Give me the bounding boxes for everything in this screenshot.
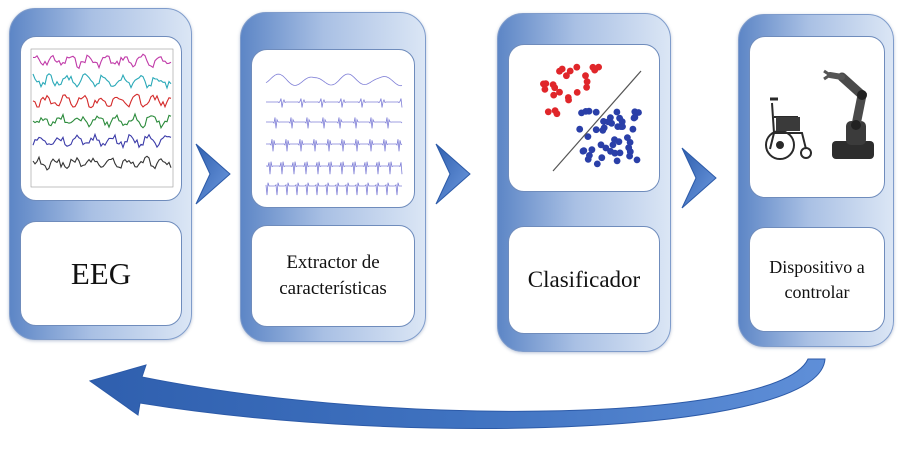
feature-waveform [265,182,402,196]
wheelchair-robot-arm-icon [765,69,874,160]
class-b-point [630,114,638,122]
eeg-signals-icon [30,48,174,188]
class-a-point [544,108,552,116]
device-label-line-2: controlar [784,281,850,302]
eeg-label-box: EEG [20,221,182,326]
class-b-point [613,157,621,165]
class-b-point [633,156,641,164]
class-b-point [592,108,600,116]
scatter-classification-icon [540,63,642,172]
class-b-point [592,126,600,134]
forward-arrow-icon [195,143,231,205]
forward-arrow-icon [681,147,717,209]
class-b-point [615,138,623,146]
class-a-point [550,91,558,99]
eeg-trace [32,53,172,70]
feature-extractor-label-line-2: características [279,278,387,299]
class-b-point [624,134,631,141]
class-a-point [583,78,591,86]
classifier-label: Clasificador [527,267,641,293]
class-a-point [563,72,570,80]
eeg-trace [32,155,172,171]
class-b-point [609,141,617,149]
device-label-line-1: Dispositivo a [769,257,865,278]
feature-waveforms-icon [265,73,403,196]
classifier-image-panel [508,44,660,192]
features-image-panel [251,49,415,208]
class-a-point [573,89,581,96]
class-b-point [607,147,614,155]
class-a-point [558,65,566,73]
eeg-trace [32,93,172,109]
device-image-panel [749,36,885,198]
class-b-point [613,108,621,116]
feature-extractor-label-line-1: Extractor de [286,252,380,274]
device-label-box: Dispositivo a controlar [749,227,885,332]
stage-device: Dispositivo a controlar [738,14,894,347]
class-a-point [573,63,581,71]
class-a-point [595,63,602,71]
robot-arm-icon [823,69,874,159]
class-a-point [566,67,574,75]
class-b-point [598,154,606,162]
eeg-trace [32,73,172,90]
class-b-point [597,141,605,149]
forward-arrow-icon [435,143,471,205]
class-b-point [617,123,625,130]
stage-feature-extractor: Extractor de características [240,12,426,342]
feature-waveform [265,73,403,87]
feedback-curved-arrow-icon [88,358,826,429]
class-b-point [599,126,607,134]
class-b-point [593,160,601,168]
class-a-point [582,72,589,80]
class-b-point [626,152,633,160]
class-b-point [616,149,624,157]
class-b-point [586,152,593,159]
class-b-point [582,108,590,115]
class-a-point [553,110,561,118]
class-a-point [551,84,559,92]
decision-boundary [552,70,642,172]
classifier-label-box: Clasificador [508,226,660,334]
class-b-point [631,108,639,116]
class-b-point [616,114,623,122]
class-b-point [600,118,607,125]
class-b-point [625,144,633,152]
class-a-point [564,94,572,101]
class-b-point [576,125,584,133]
feature-waveform [266,139,403,152]
feature-waveform [266,161,403,175]
stage-classifier: Clasificador [497,13,671,352]
class-b-point [580,147,588,155]
class-b-point [588,146,596,154]
stage-eeg: EEG [9,8,192,340]
class-a-point [542,80,550,87]
feature-extractor-label-box: Extractor de características [251,225,415,327]
feature-waveform [266,98,403,108]
eeg-trace [32,132,172,150]
class-a-point [556,88,563,96]
class-b-point [584,133,592,140]
feature-waveform [266,117,403,129]
class-a-point [583,83,590,91]
class-b-point [629,125,637,133]
eeg-trace [32,112,172,130]
eeg-label: EEG [70,255,132,291]
eeg-image-panel [20,36,182,201]
class-a-point [541,86,549,93]
